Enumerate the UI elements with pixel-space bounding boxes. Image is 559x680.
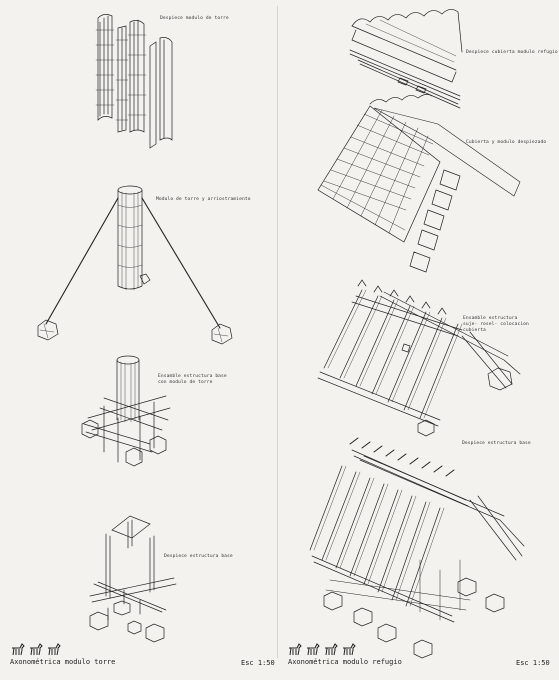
tower-base-despiece-drawing [89, 515, 177, 643]
horse-icon [48, 643, 61, 656]
refugio-panels-drawing [317, 94, 521, 273]
footer-title-refugio: Axonométrica modulo refugio [288, 658, 402, 666]
label-tower-base-assembly: Ensamble estructura base con modulo de t… [158, 374, 227, 385]
label-refugio-structure: Ensamble estructura suje- rosel- colocac… [463, 316, 529, 333]
panel-divider [277, 6, 278, 658]
tower-despiece-drawing [95, 14, 173, 149]
refugio-base-drawing [309, 437, 525, 659]
horse-icon [289, 643, 302, 656]
label-tower-anchor: Modulo de torre y arriostramiento [156, 197, 251, 202]
horse-icon [30, 643, 43, 656]
footer-scale-refugio: Esc 1:50 [516, 659, 550, 667]
label-refugio-base: Despiece estructura base [462, 441, 531, 446]
horse-icon [12, 643, 25, 656]
tower-anchor-drawing [37, 185, 233, 345]
label-refugio-cover: Despiece cubierta modulo refugio [466, 50, 558, 55]
horse-icon [325, 643, 338, 656]
refugio-structure-drawing [317, 279, 521, 437]
footer-title-tower: Axonométrica modulo torre [10, 658, 116, 666]
refugio-cover-drawing [349, 9, 463, 109]
label-refugio-panels: Cubierta y modulo despiezado [466, 140, 547, 145]
horse-icon [343, 643, 356, 656]
footer-scale-tower: Esc 1:50 [241, 659, 275, 667]
label-tower-base-despiece: Despiece estructura base [164, 554, 233, 559]
tower-base-assembly-drawing [81, 355, 171, 467]
label-tower-despiece: Despiece modulo de torre [160, 16, 229, 21]
horse-icon [307, 643, 320, 656]
